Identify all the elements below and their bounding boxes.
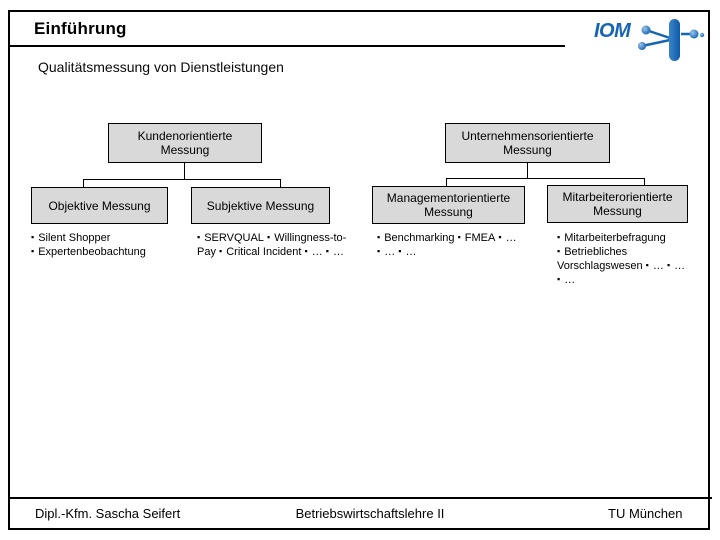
- header-rule: [8, 45, 565, 47]
- method-list-mitarbeiterorientiert: Mitarbeiterbefragung Betriebliches Vorsc…: [557, 231, 693, 287]
- list-item: …: [498, 232, 517, 244]
- footer-author: Dipl.-Kfm. Sascha Seifert: [35, 506, 181, 521]
- list-item: Benchmarking: [377, 232, 454, 244]
- slide-subtitle: Qualitätsmessung von Dienstleistungen: [38, 59, 284, 75]
- connector-line: [184, 163, 185, 179]
- method-list-objektive: Silent Shopper Expertenbeobachtung: [31, 231, 191, 259]
- footer-course: Betriebswirtschaftslehre II: [295, 506, 445, 521]
- list-item: Critical Incident: [219, 246, 301, 258]
- list-item: Betriebliches Vorschlagswesen: [557, 246, 643, 272]
- list-item: SERVQUAL: [197, 232, 264, 244]
- list-item: Expertenbeobachtung: [31, 246, 146, 258]
- list-item: …: [557, 274, 575, 286]
- list-item: …: [377, 246, 395, 258]
- connector-line: [83, 179, 84, 188]
- connector-line: [280, 179, 281, 188]
- connector-line: [527, 163, 528, 178]
- list-item: FMEA: [458, 232, 496, 244]
- footer-university: TU München: [608, 506, 683, 521]
- iom-network-icon: [638, 19, 705, 61]
- list-item: Willingness-to-Pay: [197, 232, 346, 258]
- box-unternehmensorientierte-messung: Unternehmensorientierte Messung: [445, 123, 610, 163]
- connector-line: [446, 178, 447, 187]
- method-list-managementorientiert: Benchmarking FMEA … … …: [377, 231, 537, 259]
- box-kundenorientierte-messung: Kundenorientierte Messung: [108, 123, 262, 163]
- iom-logo: IOM: [594, 17, 705, 63]
- list-item: …: [398, 246, 416, 258]
- connector-line: [446, 178, 645, 179]
- page-title: Einführung: [34, 19, 127, 38]
- connector-line: [644, 178, 645, 186]
- box-mitarbeiterorientierte-messung: Mitarbeiterorientierte Messung: [547, 185, 688, 223]
- list-item: …: [646, 260, 664, 272]
- footer-rule: [8, 497, 712, 499]
- box-managementorientierte-messung: Managementorientierte Messung: [372, 186, 525, 224]
- method-list-subjektive: SERVQUAL Willingness-to-Pay Critical Inc…: [197, 231, 352, 259]
- list-item: …: [326, 246, 344, 258]
- box-objektive-messung: Objektive Messung: [31, 187, 168, 224]
- list-item: Mitarbeiterbefragung: [557, 232, 666, 244]
- list-item: …: [667, 260, 685, 272]
- iom-logo-text: IOM: [594, 20, 631, 42]
- list-item: Silent Shopper: [31, 232, 110, 244]
- slide-border: [8, 10, 710, 530]
- list-item: …: [305, 246, 323, 258]
- box-subjektive-messung: Subjektive Messung: [191, 187, 330, 224]
- connector-line: [83, 179, 281, 180]
